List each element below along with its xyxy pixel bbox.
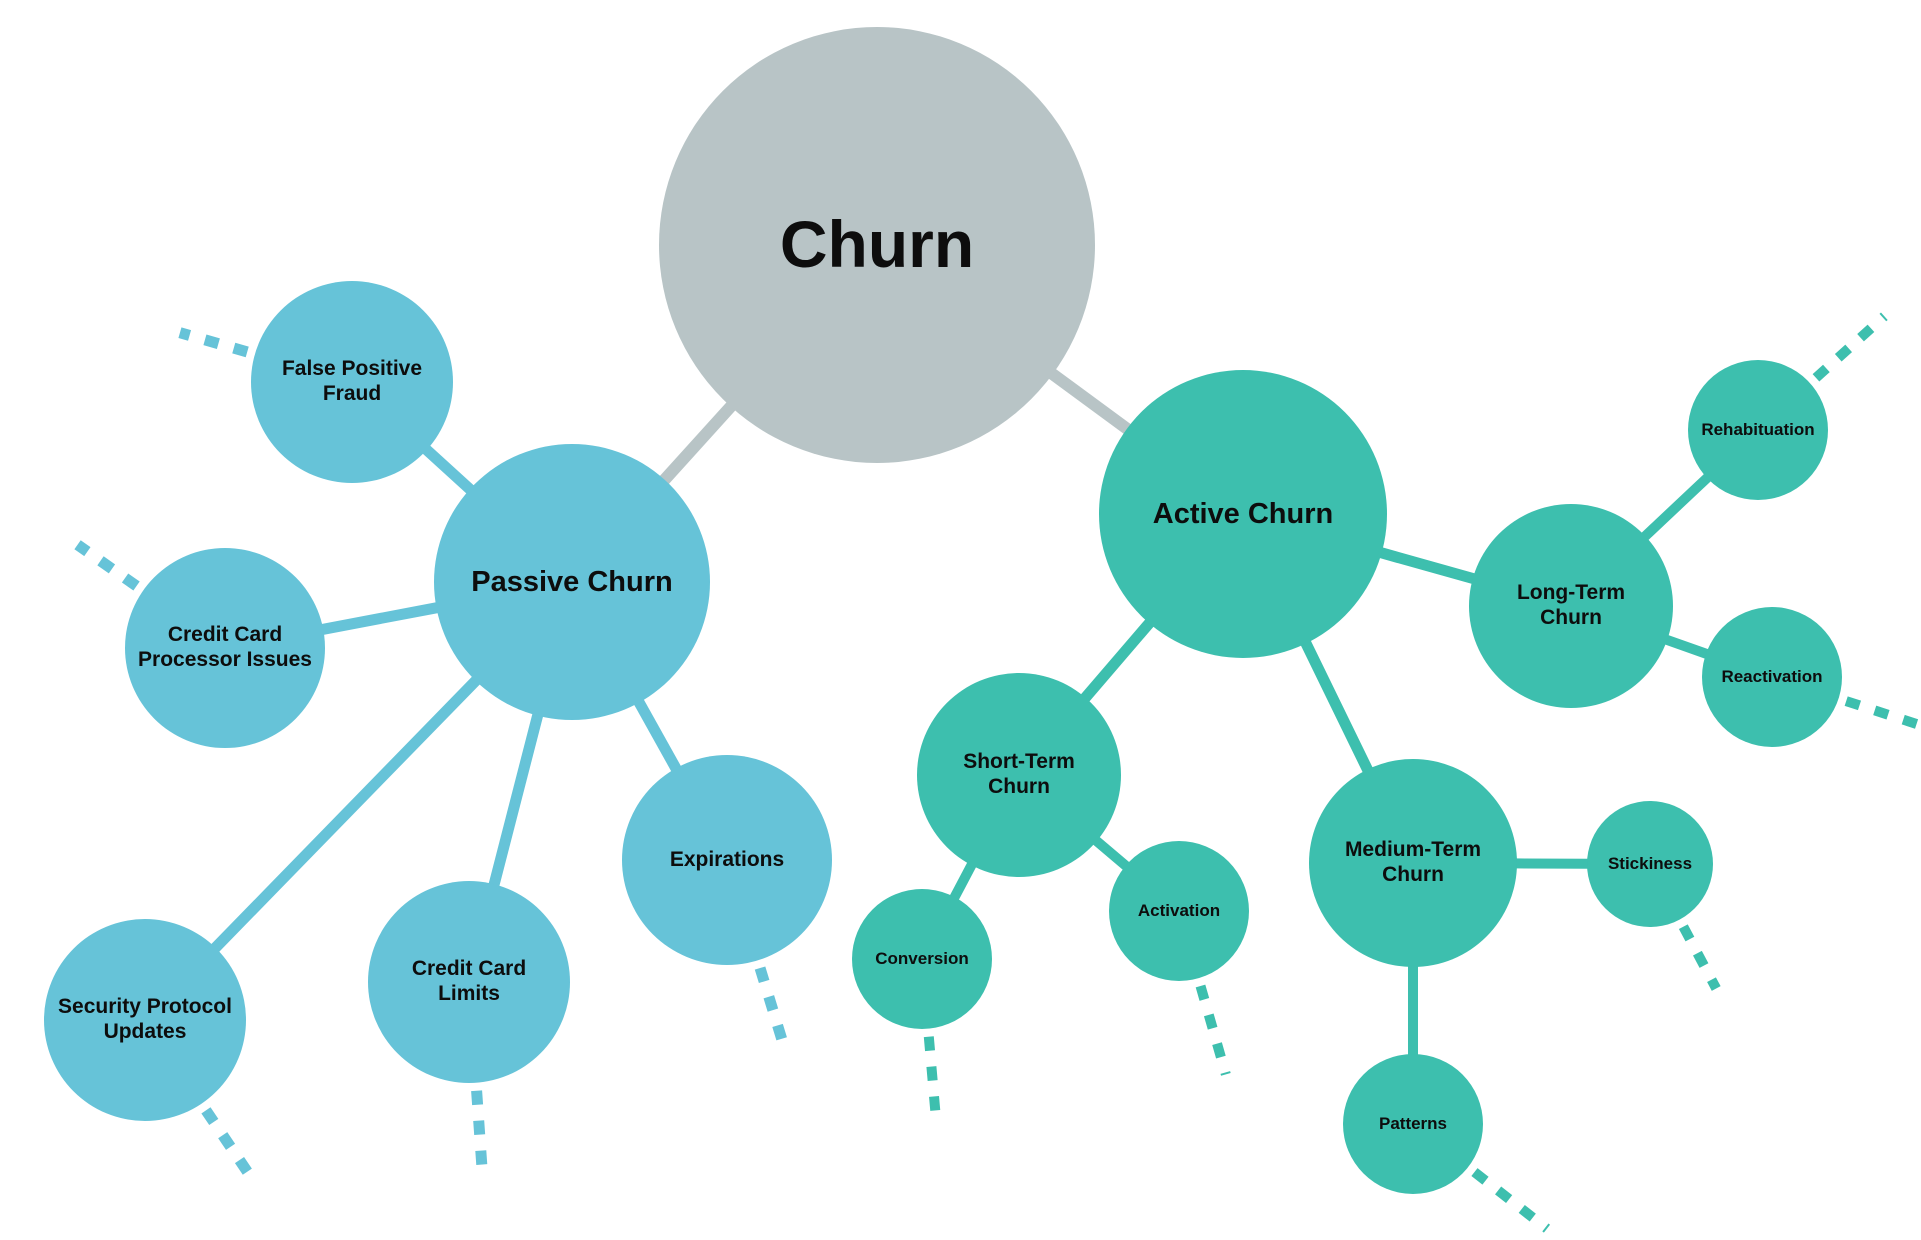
node-label-activation: Activation (1137, 900, 1221, 920)
edge-passive-falsepositive (421, 444, 476, 495)
stub-edge-stub-credit-card-limits (471, 1090, 488, 1175)
edge-shortterm-activation (1091, 835, 1131, 871)
node-credit-card-processor-issues[interactable]: Credit Card Processor Issues (125, 548, 325, 748)
stub-edge-stub-stickiness (1678, 924, 1721, 991)
node-activation[interactable]: Activation (1109, 841, 1249, 981)
node-short-term-churn[interactable]: Short-Term Churn (917, 673, 1121, 877)
edge-longterm-rehabituation (1640, 472, 1712, 542)
edge-shortterm-conversion (949, 861, 977, 902)
edge-passive-security (210, 675, 482, 953)
node-label-passive-churn: Passive Churn (471, 565, 673, 598)
edge-active-mediumterm (1300, 639, 1374, 774)
edge-active-longterm (1378, 547, 1477, 585)
node-label-churn: Churn (779, 207, 975, 282)
node-stickiness[interactable]: Stickiness (1587, 801, 1713, 927)
node-label-security-protocol-updates: Security Protocol Updates (58, 995, 232, 1043)
node-label-credit-card-processor-issues: Credit Card Processor Issues (138, 623, 312, 671)
node-label-active-churn: Active Churn (1152, 497, 1334, 530)
node-credit-card-limits[interactable]: Credit Card Limits (368, 881, 570, 1083)
edge-longterm-reactivation (1663, 634, 1710, 660)
node-expirations[interactable]: Expirations (622, 755, 832, 965)
node-label-long-term-churn: Long-Term Churn (1516, 581, 1626, 629)
stub-edge-stub-conversion (923, 1036, 942, 1125)
stub-edge-stub-security-protocol (201, 1107, 260, 1187)
node-conversion[interactable]: Conversion (852, 889, 992, 1029)
node-label-conversion: Conversion (875, 948, 969, 968)
edge-active-shortterm (1079, 618, 1155, 703)
stub-edge-stub-reactivation (1844, 696, 1921, 731)
edge-churn-active (1047, 368, 1133, 435)
edge-passive-ccprocessor (320, 602, 440, 636)
node-reactivation[interactable]: Reactivation (1702, 607, 1842, 747)
node-label-credit-card-limits: Credit Card Limits (411, 957, 527, 1005)
node-label-short-term-churn: Short-Term Churn (963, 750, 1075, 798)
node-label-reactivation: Reactivation (1721, 666, 1823, 686)
edge-passive-cclimits (488, 712, 544, 888)
node-security-protocol-updates[interactable]: Security Protocol Updates (44, 919, 246, 1121)
node-label-rehabituation: Rehabituation (1701, 419, 1815, 439)
node-label-medium-term-churn: Medium-Term Churn (1344, 838, 1482, 886)
stub-edge-stub-rehabituation (1812, 312, 1888, 382)
node-long-term-churn[interactable]: Long-Term Churn (1469, 504, 1673, 708)
stub-edge-stub-expirations (754, 966, 790, 1049)
node-label-false-positive-fraud: False Positive Fraud (281, 357, 423, 405)
node-false-positive-fraud[interactable]: False Positive Fraud (251, 281, 453, 483)
node-rehabituation[interactable]: Rehabituation (1688, 360, 1828, 500)
stub-edge-stub-cc-processor-issues (74, 540, 140, 591)
stub-edge-stub-false-positive-fraud (178, 327, 249, 358)
node-passive-churn[interactable]: Passive Churn (434, 444, 710, 720)
stub-edge-stub-patterns (1471, 1168, 1551, 1233)
node-patterns[interactable]: Patterns (1343, 1054, 1483, 1194)
node-churn[interactable]: Churn (659, 27, 1095, 463)
node-label-patterns: Patterns (1378, 1113, 1448, 1133)
node-label-stickiness: Stickiness (1607, 853, 1693, 873)
stub-edge-stub-activation (1195, 984, 1231, 1076)
node-active-churn[interactable]: Active Churn (1099, 370, 1387, 658)
edge-passive-expirations (633, 698, 682, 773)
node-label-expirations: Expirations (669, 847, 785, 871)
node-medium-term-churn[interactable]: Medium-Term Churn (1309, 759, 1517, 967)
edge-churn-passive (658, 401, 737, 486)
